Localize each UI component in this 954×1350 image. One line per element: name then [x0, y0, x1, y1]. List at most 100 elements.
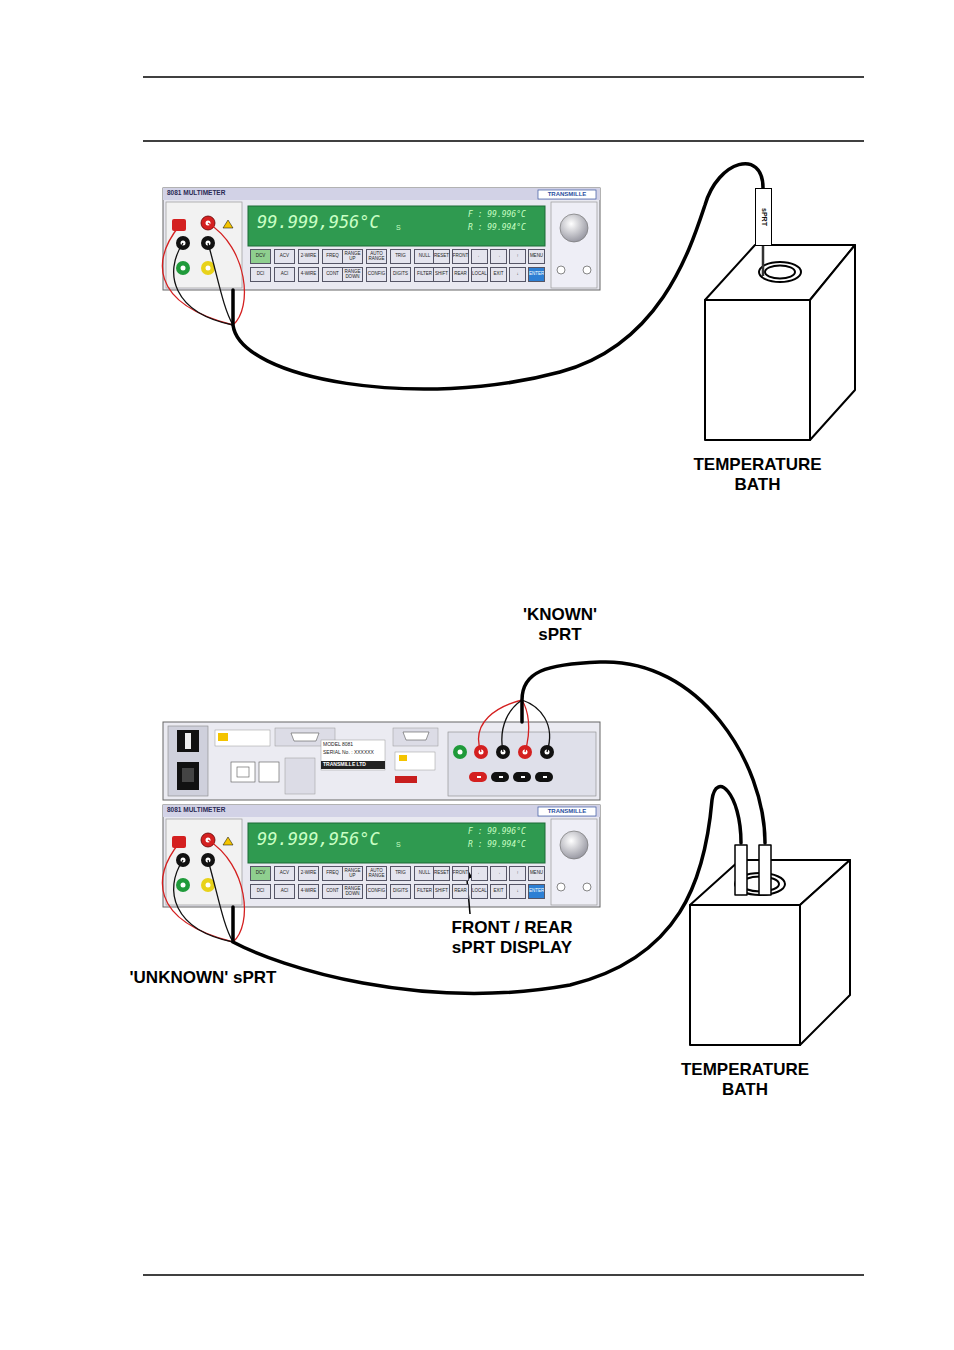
display-reading: 99.999,956°C	[257, 214, 380, 231]
front-panel-key: 4-WIRE	[298, 267, 319, 282]
multimeter-rear-panel	[513, 772, 531, 782]
brand-logo: TRANSMILLE	[538, 807, 596, 816]
multimeter-rear-panel	[399, 755, 407, 761]
temperature-bath: TEMPERATURE BATH	[680, 240, 835, 495]
multimeter-rear-panel	[469, 772, 487, 782]
display-reading: S	[396, 224, 401, 231]
front-panel-key: DCV	[250, 866, 271, 881]
front-panel-key: EXIT	[490, 267, 507, 282]
front-panel-key: CONT	[322, 884, 343, 899]
front-panel-key: ←	[471, 866, 488, 881]
rear-sprt-wires	[479, 700, 522, 752]
display-reading: R : 99.994°C	[468, 841, 526, 849]
node-text: TEMPERATURE BATH	[680, 455, 835, 495]
multimeter-rear-panel	[395, 752, 435, 770]
front-panel-key: MENU	[528, 866, 545, 881]
node-text: TRANSMILLE LTD	[323, 762, 366, 767]
temperature-bath	[759, 845, 771, 895]
front-panel-key: REAR	[452, 884, 469, 899]
front-panel-key: LOCAL	[471, 267, 488, 282]
temperature-bath	[762, 246, 765, 276]
front-panel-key: ↓	[509, 267, 526, 282]
multimeter-rear-panel	[231, 762, 255, 782]
temperature-bath	[765, 266, 795, 279]
front-panel-key: SHIFT	[433, 884, 450, 899]
multimeter-rear-panel: MODEL 8081SERIAL No. : XXXXXXTRANSMILLE …	[163, 722, 600, 800]
front-panel-key: RESET	[433, 866, 450, 881]
front-panel-key: FRONT	[452, 866, 469, 881]
display-reading: F : 99.996°C	[468, 828, 526, 836]
front-panel-key: ACI	[274, 884, 295, 899]
front-panel-key: RESET	[433, 249, 450, 264]
multimeter-rear-panel	[168, 726, 208, 796]
multimeter-rear-panel	[185, 733, 191, 749]
front-panel-key: DCV	[250, 249, 271, 264]
temperature-bath	[759, 262, 801, 282]
multimeter-rear-panel	[393, 728, 438, 746]
brand-logo: TRANSMILLE	[538, 190, 596, 199]
front-panel-key: FREQ	[322, 866, 343, 881]
node-text: TEMPERATURE BATH	[666, 1060, 824, 1100]
front-panel-key: AUTO RANGE	[366, 249, 387, 264]
front-panel-key: 4-WIRE	[298, 884, 319, 899]
multimeter-rear-panel	[218, 733, 228, 741]
multimeter-rear-panel	[453, 745, 467, 759]
multimeter-rear-panel	[259, 762, 279, 782]
front-panel-key: ↑	[509, 249, 526, 264]
multimeter-rear-panel	[543, 776, 547, 778]
node-text: SERIAL No. : XXXXXX	[323, 750, 374, 755]
page-rules	[143, 1274, 864, 1276]
front-panel-key: RANGE UP	[342, 249, 363, 264]
display-reading: R : 99.994°C	[468, 224, 526, 232]
multimeter-front-panel: 8081 MULTIMETERTRANSMILLE99.999,956°CSF …	[163, 188, 600, 290]
front-panel-key: CONT	[322, 267, 343, 282]
front-panel-key: FILTER	[414, 884, 435, 899]
multimeter-rear-panel	[321, 761, 385, 769]
temperature-bath	[690, 845, 850, 1045]
front-panel-key: CONFIG	[366, 267, 387, 282]
page-rules	[143, 76, 864, 78]
sprt-cable	[233, 164, 763, 389]
front-panel-key: NULL	[414, 866, 435, 881]
front-panel-key: DCI	[250, 884, 271, 899]
multimeter-rear-panel	[448, 732, 596, 796]
sprt-probe: sPRT	[755, 188, 772, 246]
front-panel-key: FILTER	[414, 267, 435, 282]
front-panel-key: ACV	[274, 249, 295, 264]
front-panel-key: DIGITS	[390, 884, 411, 899]
display-reading: S	[396, 841, 401, 848]
front-panel-key: →	[490, 866, 507, 881]
front-panel-key: LOCAL	[471, 884, 488, 899]
multimeter-rear-panel	[477, 776, 481, 778]
front-panel-key: AUTO RANGE	[366, 866, 387, 881]
front-panel-key: DCI	[250, 267, 271, 282]
node-text: 8081 MULTIMETER	[167, 807, 225, 814]
display-reading: F : 99.996°C	[468, 211, 526, 219]
front-panel-key: MENU	[528, 249, 545, 264]
rear-sprt-wires	[522, 700, 550, 752]
multimeter-rear-panel	[535, 772, 553, 782]
front-panel-key: ←	[471, 249, 488, 264]
multimeter-front-panel	[162, 188, 600, 325]
multimeter-rear-panel	[215, 730, 270, 746]
sprt-cable	[522, 662, 765, 843]
multimeter-front-panel: 8081 MULTIMETERTRANSMILLE99.999,956°CSF …	[163, 805, 600, 907]
temperature-bath	[690, 905, 800, 1045]
front-panel-key: ↑	[509, 866, 526, 881]
front-panel-key: NULL	[414, 249, 435, 264]
front-panel-key: REAR	[452, 267, 469, 282]
front-panel-key: ENTER	[528, 884, 545, 899]
cable-label: 'UNKNOWN' sPRT	[128, 968, 278, 988]
page-rules	[143, 77, 864, 1275]
multimeter-rear-panel	[321, 740, 385, 770]
front-panel-key: DIGITS	[390, 267, 411, 282]
page-rules	[143, 140, 864, 142]
multimeter-rear-panel	[285, 758, 315, 794]
multimeter-rear-panel	[403, 732, 429, 740]
multimeter-rear-panel	[163, 722, 600, 800]
multimeter-rear-panel	[291, 733, 319, 741]
front-panel-key: RANGE DOWN	[342, 884, 363, 899]
multimeter-rear-panel	[491, 772, 509, 782]
